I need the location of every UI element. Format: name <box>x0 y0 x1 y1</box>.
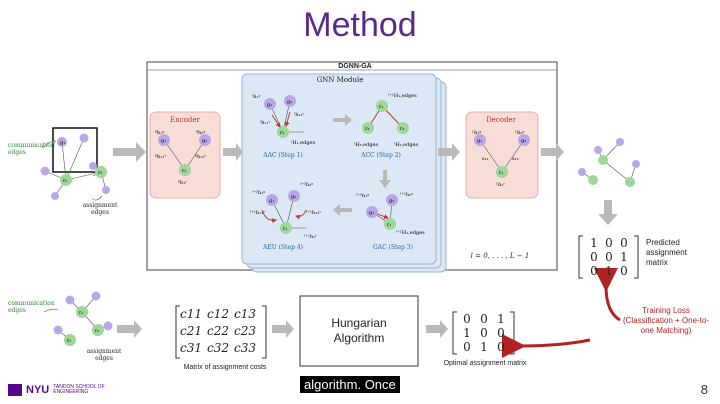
svg-text:⁰h₁ʳ: ⁰h₁ʳ <box>178 180 187 186</box>
aeu-graph: g₁ g₂ r₁ ˡ⁺¹h₁ᵍ ˡ⁺¹h₂ᵍ ˡ⁺¹h₁₁ᵉ ˡ⁺¹h₁₂ᵉ ˡ… <box>250 182 321 240</box>
svg-text:ˡh₁ᵍ: ˡh₁ᵍ <box>252 94 260 100</box>
svg-text:⁰h₁₂ᵉ: ⁰h₁₂ᵉ <box>195 154 206 160</box>
decoder-graph: g₁ g₂ r₁ ᴸh₁ᵍ ᴸh₂ᵍ s₁₁ s₁₂ ᴸh₁ʳ <box>472 130 530 188</box>
svg-text:g₂: g₂ <box>389 198 394 204</box>
hungarian-label: Hungarian Algorithm <box>331 316 387 345</box>
svg-text:ˡh₁₁ᵉ: ˡh₁₁ᵉ <box>260 120 270 126</box>
svg-text:g₁: g₁ <box>369 210 374 216</box>
dgnn-title: DGNN-GA <box>338 63 372 70</box>
svg-text:r₁: r₁ <box>283 226 287 232</box>
svg-text:ˡ⁺¹h₁₂ᵉ: ˡ⁺¹h₁₂ᵉ <box>306 210 321 216</box>
svg-text:g₁: g₁ <box>477 138 482 144</box>
svg-text:r₁: r₁ <box>79 310 83 316</box>
svg-text:ˡ⁺¹H₁,edges: ˡ⁺¹H₁,edges <box>388 93 417 99</box>
video-caption: algorithm. Once <box>300 376 400 393</box>
svg-text:r₂: r₂ <box>400 126 404 132</box>
svg-text:g₁: g₁ <box>267 102 272 108</box>
aac-graph: g₁ g₂ r₁ ˡh₁ᵍ ˡh₁₂ᵉ ˡh₁₁ᵉ ˡH₁,edges <box>252 94 315 146</box>
layer-range: l = 0, . . . , L − 1 <box>470 252 530 260</box>
svg-text:r₂: r₂ <box>67 338 71 344</box>
cost-caption: Matrix of assignment costs <box>183 364 267 371</box>
decoder-box <box>465 111 539 199</box>
input-graph-bottom: r₁ r₂ r₃ <box>43 291 113 346</box>
svg-text:ᴸh₁ʳ: ᴸh₁ʳ <box>496 182 505 188</box>
svg-text:ˡ⁺¹h₁ᵍ: ˡ⁺¹h₁ᵍ <box>252 190 265 196</box>
nyu-logo: NYU TANDON SCHOOL OF ENGINEERING <box>8 384 123 396</box>
svg-text:g₁: g₁ <box>161 138 166 144</box>
encoder-label: Encoder <box>170 116 200 124</box>
nyu-torch-icon <box>8 384 22 396</box>
step-gac: GAC (Step 3) <box>373 244 413 251</box>
encoder-box <box>149 111 221 199</box>
svg-text:ᴸh₁ᵍ: ᴸh₁ᵍ <box>472 130 481 136</box>
hungarian-box <box>299 295 419 367</box>
page-number: 8 <box>700 382 708 397</box>
step-acc: ACC (Step 2) <box>361 152 401 159</box>
svg-text:g₁: g₁ <box>60 140 65 146</box>
svg-text:ˡH₁,edges: ˡH₁,edges <box>291 140 315 146</box>
svg-text:r₃: r₃ <box>365 126 369 132</box>
svg-text:g₂: g₂ <box>202 138 207 144</box>
svg-text:ˡH₃,edges: ˡH₃,edges <box>354 142 378 148</box>
svg-text:ˡ⁺¹h₁ʳ: ˡ⁺¹h₁ʳ <box>304 234 317 240</box>
gnn-module-label: GNN Module <box>316 76 364 84</box>
svg-text:g₁: g₁ <box>269 198 274 204</box>
decoder-label: Decoder <box>486 116 516 124</box>
output-graph <box>578 138 640 187</box>
optimal-caption: Optimal assignment matrix <box>443 360 527 367</box>
step-aac: AAC (Step 1) <box>263 152 303 159</box>
encoder-graph: g₁ g₂ r₁ ⁰h₁ᵍ ⁰h₂ᵍ ⁰h₁₁ᵉ ⁰h₁₂ᵉ ⁰h₁ʳ <box>155 130 211 186</box>
svg-text:⁰h₁₁ᵉ: ⁰h₁₁ᵉ <box>155 154 166 160</box>
svg-text:r₂: r₂ <box>98 170 102 176</box>
svg-text:ˡH₂,edges: ˡH₂,edges <box>394 142 418 148</box>
svg-text:ˡ⁺¹h₂ᵍ: ˡ⁺¹h₂ᵍ <box>400 192 413 198</box>
predicted-label: Predicted assignment matrix <box>646 238 687 267</box>
svg-text:⁰h₂ᵍ: ⁰h₂ᵍ <box>196 130 205 136</box>
assignment-edges-label-bottom: assignment edges <box>86 348 122 362</box>
svg-text:ˡ⁺¹H₁,edges: ˡ⁺¹H₁,edges <box>396 230 425 236</box>
communication-edges-label-bottom: communication edges <box>8 300 55 314</box>
svg-text:g₂: g₂ <box>287 99 292 105</box>
svg-text:ˡ⁺¹h₂ᵍ: ˡ⁺¹h₂ᵍ <box>300 182 313 188</box>
svg-text:r₁: r₁ <box>499 170 503 176</box>
gac-graph: g₁ g₂ r₁ ˡ⁺¹h₁ᵍ ˡ⁺¹h₂ᵍ ˡ⁺¹H₁,edges <box>356 192 425 236</box>
svg-text:g₂: g₂ <box>521 138 526 144</box>
svg-text:r₁: r₁ <box>182 168 186 174</box>
svg-text:g₂: g₂ <box>291 194 296 200</box>
svg-text:⁰h₁ᵍ: ⁰h₁ᵍ <box>155 130 164 136</box>
svg-text:r₁: r₁ <box>63 178 67 184</box>
svg-text:r₁: r₁ <box>280 130 284 136</box>
acc-graph: r₁ r₃ r₂ ˡ⁺¹H₁,edges ˡH₃,edges ˡH₂,edges <box>354 93 418 148</box>
svg-text:s₁₁: s₁₁ <box>482 156 489 162</box>
training-loss-label: Training Loss (Classification + One-to-o… <box>622 306 710 335</box>
svg-text:ˡh₁₂ᵉ: ˡh₁₂ᵉ <box>294 112 304 118</box>
svg-text:s₁₂: s₁₂ <box>512 156 519 162</box>
assignment-edges-label: assignment edges <box>82 202 118 216</box>
svg-text:r₁: r₁ <box>387 222 391 228</box>
svg-text:ᴸh₂ᵍ: ᴸh₂ᵍ <box>515 130 524 136</box>
step-aeu: AEU (Step 4) <box>263 244 303 251</box>
svg-text:ˡ⁺¹h₁ᵍ: ˡ⁺¹h₁ᵍ <box>356 193 369 199</box>
svg-text:r₃: r₃ <box>95 328 99 334</box>
communication-edges-label: communication edges <box>8 142 55 156</box>
slide-title: Method <box>303 6 417 44</box>
svg-text:r₁: r₁ <box>379 104 383 110</box>
input-graph-top: g₁ r₁ r₂ <box>40 127 110 201</box>
svg-text:ˡ⁺¹h₁₁ᵉ: ˡ⁺¹h₁₁ᵉ <box>250 210 265 216</box>
